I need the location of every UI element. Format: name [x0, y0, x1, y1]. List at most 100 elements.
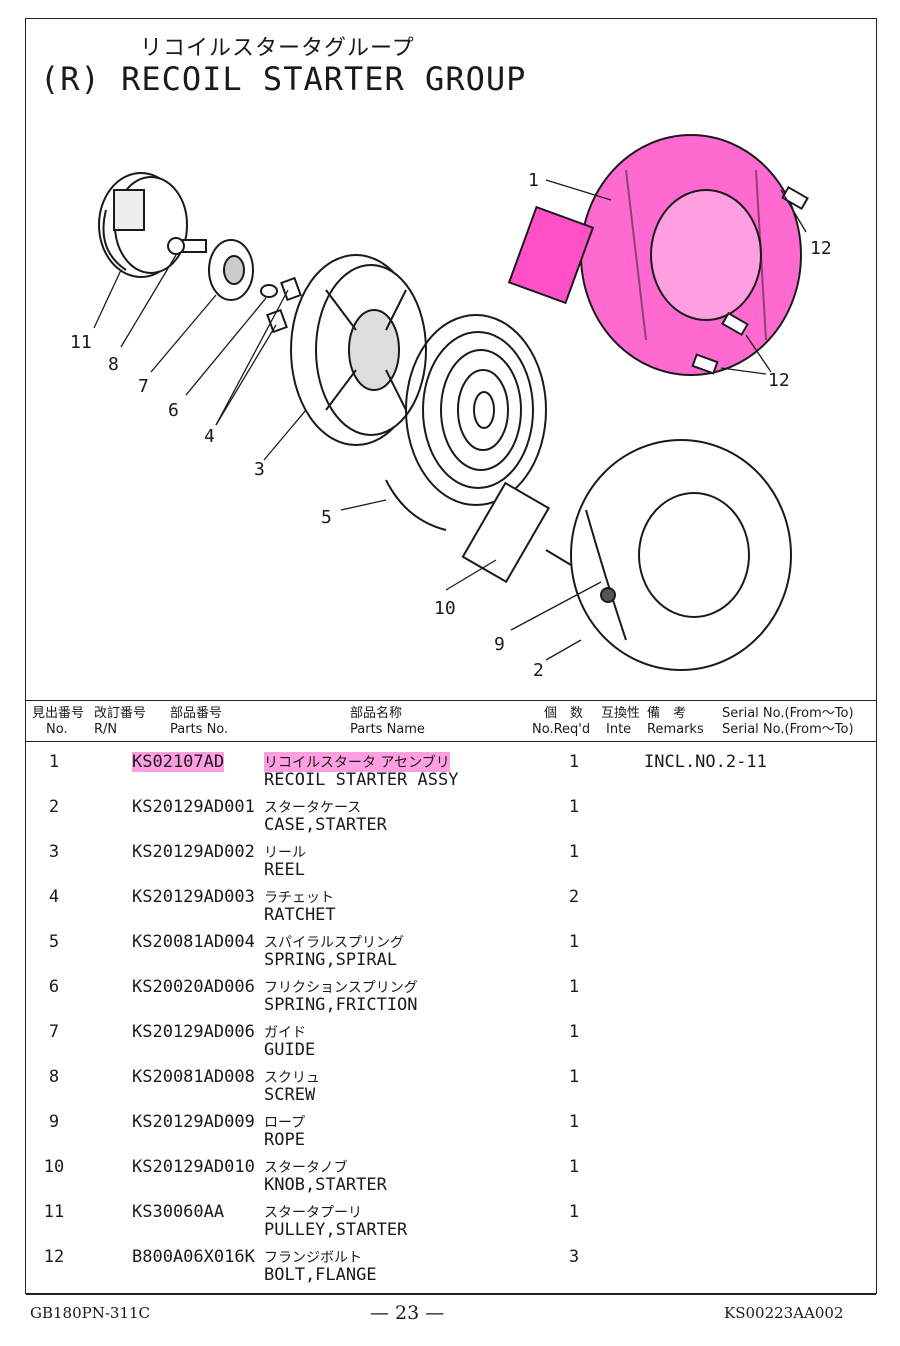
page-frame — [25, 18, 877, 1294]
part-number: KS20129AD006 — [132, 1022, 255, 1042]
row-number: 9 — [48, 1112, 60, 1132]
callout-8: 8 — [108, 354, 119, 375]
part-name-english: BOLT,FLANGE — [264, 1265, 377, 1285]
part-number: KS20129AD002 — [132, 842, 255, 862]
row-number: 4 — [48, 887, 60, 907]
title-japanese: リコイルスタータグループ — [140, 36, 415, 61]
part-name-english: KNOB,STARTER — [264, 1175, 387, 1195]
row-number: 12 — [43, 1247, 65, 1267]
part-number: KS20129AD010 — [132, 1157, 255, 1177]
hdr-rem-en: Remarks — [647, 722, 704, 737]
part-name-japanese: スタータプーリ — [264, 1205, 362, 1221]
hdr-qty-jp: 個 数 — [544, 706, 584, 721]
part-number: KS02107AD — [132, 752, 225, 772]
part-screw — [167, 237, 207, 255]
part-name-english: CASE,STARTER — [264, 815, 387, 835]
leader-lines — [93, 179, 807, 661]
hdr-rn-en: R/N — [94, 722, 118, 737]
part-name-japanese: スタータケース — [264, 800, 362, 816]
part-name-japanese: リール — [264, 845, 306, 861]
part-name-english: PULLEY,STARTER — [264, 1220, 408, 1240]
part-name-japanese: スパイラルスプリング — [264, 935, 404, 951]
row-number: 2 — [48, 797, 60, 817]
part-number: KS30060AA — [132, 1202, 225, 1222]
part-name-japanese: フランジボルト — [264, 1250, 362, 1266]
quantity-required: 1 — [568, 842, 580, 862]
part-number: KS20020AD006 — [132, 977, 255, 997]
callout-1: 1 — [528, 170, 539, 191]
hdr-pn-en: Parts No. — [170, 722, 229, 737]
hdr-rem-jp: 備 考 — [647, 706, 687, 721]
part-name-english: GUIDE — [264, 1040, 316, 1060]
callout-11: 11 — [70, 332, 92, 353]
part-recoil-starter-assembly — [507, 134, 802, 376]
hdr-serial-2: Serial No.(From〜To) — [722, 722, 854, 737]
quantity-required: 1 — [568, 797, 580, 817]
hdr-inte-en: Inte — [606, 722, 632, 737]
part-name-japanese: ラチェット — [264, 890, 334, 906]
quantity-required: 1 — [568, 977, 580, 997]
part-name-japanese: ロープ — [264, 1115, 306, 1131]
part-name-english: RECOIL STARTER ASSY — [264, 770, 459, 790]
part-name-japanese: スクリュ — [264, 1070, 320, 1086]
part-number: KS20129AD003 — [132, 887, 255, 907]
hdr-no-en: No. — [46, 722, 68, 737]
hdr-qty-en: No.Req'd — [532, 722, 591, 737]
quantity-required: 2 — [568, 887, 580, 907]
part-starter-case — [570, 439, 792, 671]
callout-9: 9 — [494, 634, 505, 655]
part-reel — [290, 254, 427, 446]
row-number: 3 — [48, 842, 60, 862]
part-name-japanese: リコイルスタータ アセンブリ — [264, 752, 450, 772]
part-name-english: SPRING,SPIRAL — [264, 950, 398, 970]
callout-5: 5 — [321, 507, 332, 528]
part-number: B800A06X016K — [132, 1247, 255, 1267]
row-number: 1 — [48, 752, 60, 772]
part-name-english: REEL — [264, 860, 305, 880]
part-guide — [208, 239, 254, 301]
part-name-english: SCREW — [264, 1085, 316, 1105]
hdr-name-en: Parts Name — [350, 722, 425, 737]
row-number: 10 — [43, 1157, 65, 1177]
table-header-rule — [26, 741, 876, 742]
hdr-inte-jp: 互換性 — [601, 706, 641, 721]
callout-2: 2 — [533, 660, 544, 681]
quantity-required: 1 — [568, 752, 580, 772]
callout-3: 3 — [254, 459, 265, 480]
quantity-required: 1 — [568, 1202, 580, 1222]
part-flange-bolts — [691, 185, 809, 375]
part-number: KS20081AD004 — [132, 932, 255, 952]
footer-doc-code: KS00223AA002 — [724, 1304, 844, 1322]
callout-12b: 12 — [768, 370, 790, 391]
table-top-rule — [26, 700, 876, 701]
row-number: 6 — [48, 977, 60, 997]
callout-7: 7 — [138, 376, 149, 397]
quantity-required: 1 — [568, 932, 580, 952]
remarks: INCL.NO.2-11 — [644, 752, 767, 772]
row-number: 5 — [48, 932, 60, 952]
footer-page-number: — 23 — — [370, 1302, 445, 1324]
callout-4: 4 — [204, 426, 215, 447]
table-bottom-rule — [26, 1294, 876, 1295]
row-number: 7 — [48, 1022, 60, 1042]
part-number: KS20081AD008 — [132, 1067, 255, 1087]
part-pulley-starter — [98, 172, 188, 278]
title-english: (R) RECOIL STARTER GROUP — [40, 60, 527, 98]
callout-6: 6 — [168, 400, 179, 421]
part-name-english: RATCHET — [264, 905, 336, 925]
quantity-required: 1 — [568, 1067, 580, 1087]
part-number: KS20129AD001 — [132, 797, 255, 817]
hdr-serial-1: Serial No.(From〜To) — [722, 706, 854, 721]
callout-12a: 12 — [810, 238, 832, 259]
row-number: 8 — [48, 1067, 60, 1087]
